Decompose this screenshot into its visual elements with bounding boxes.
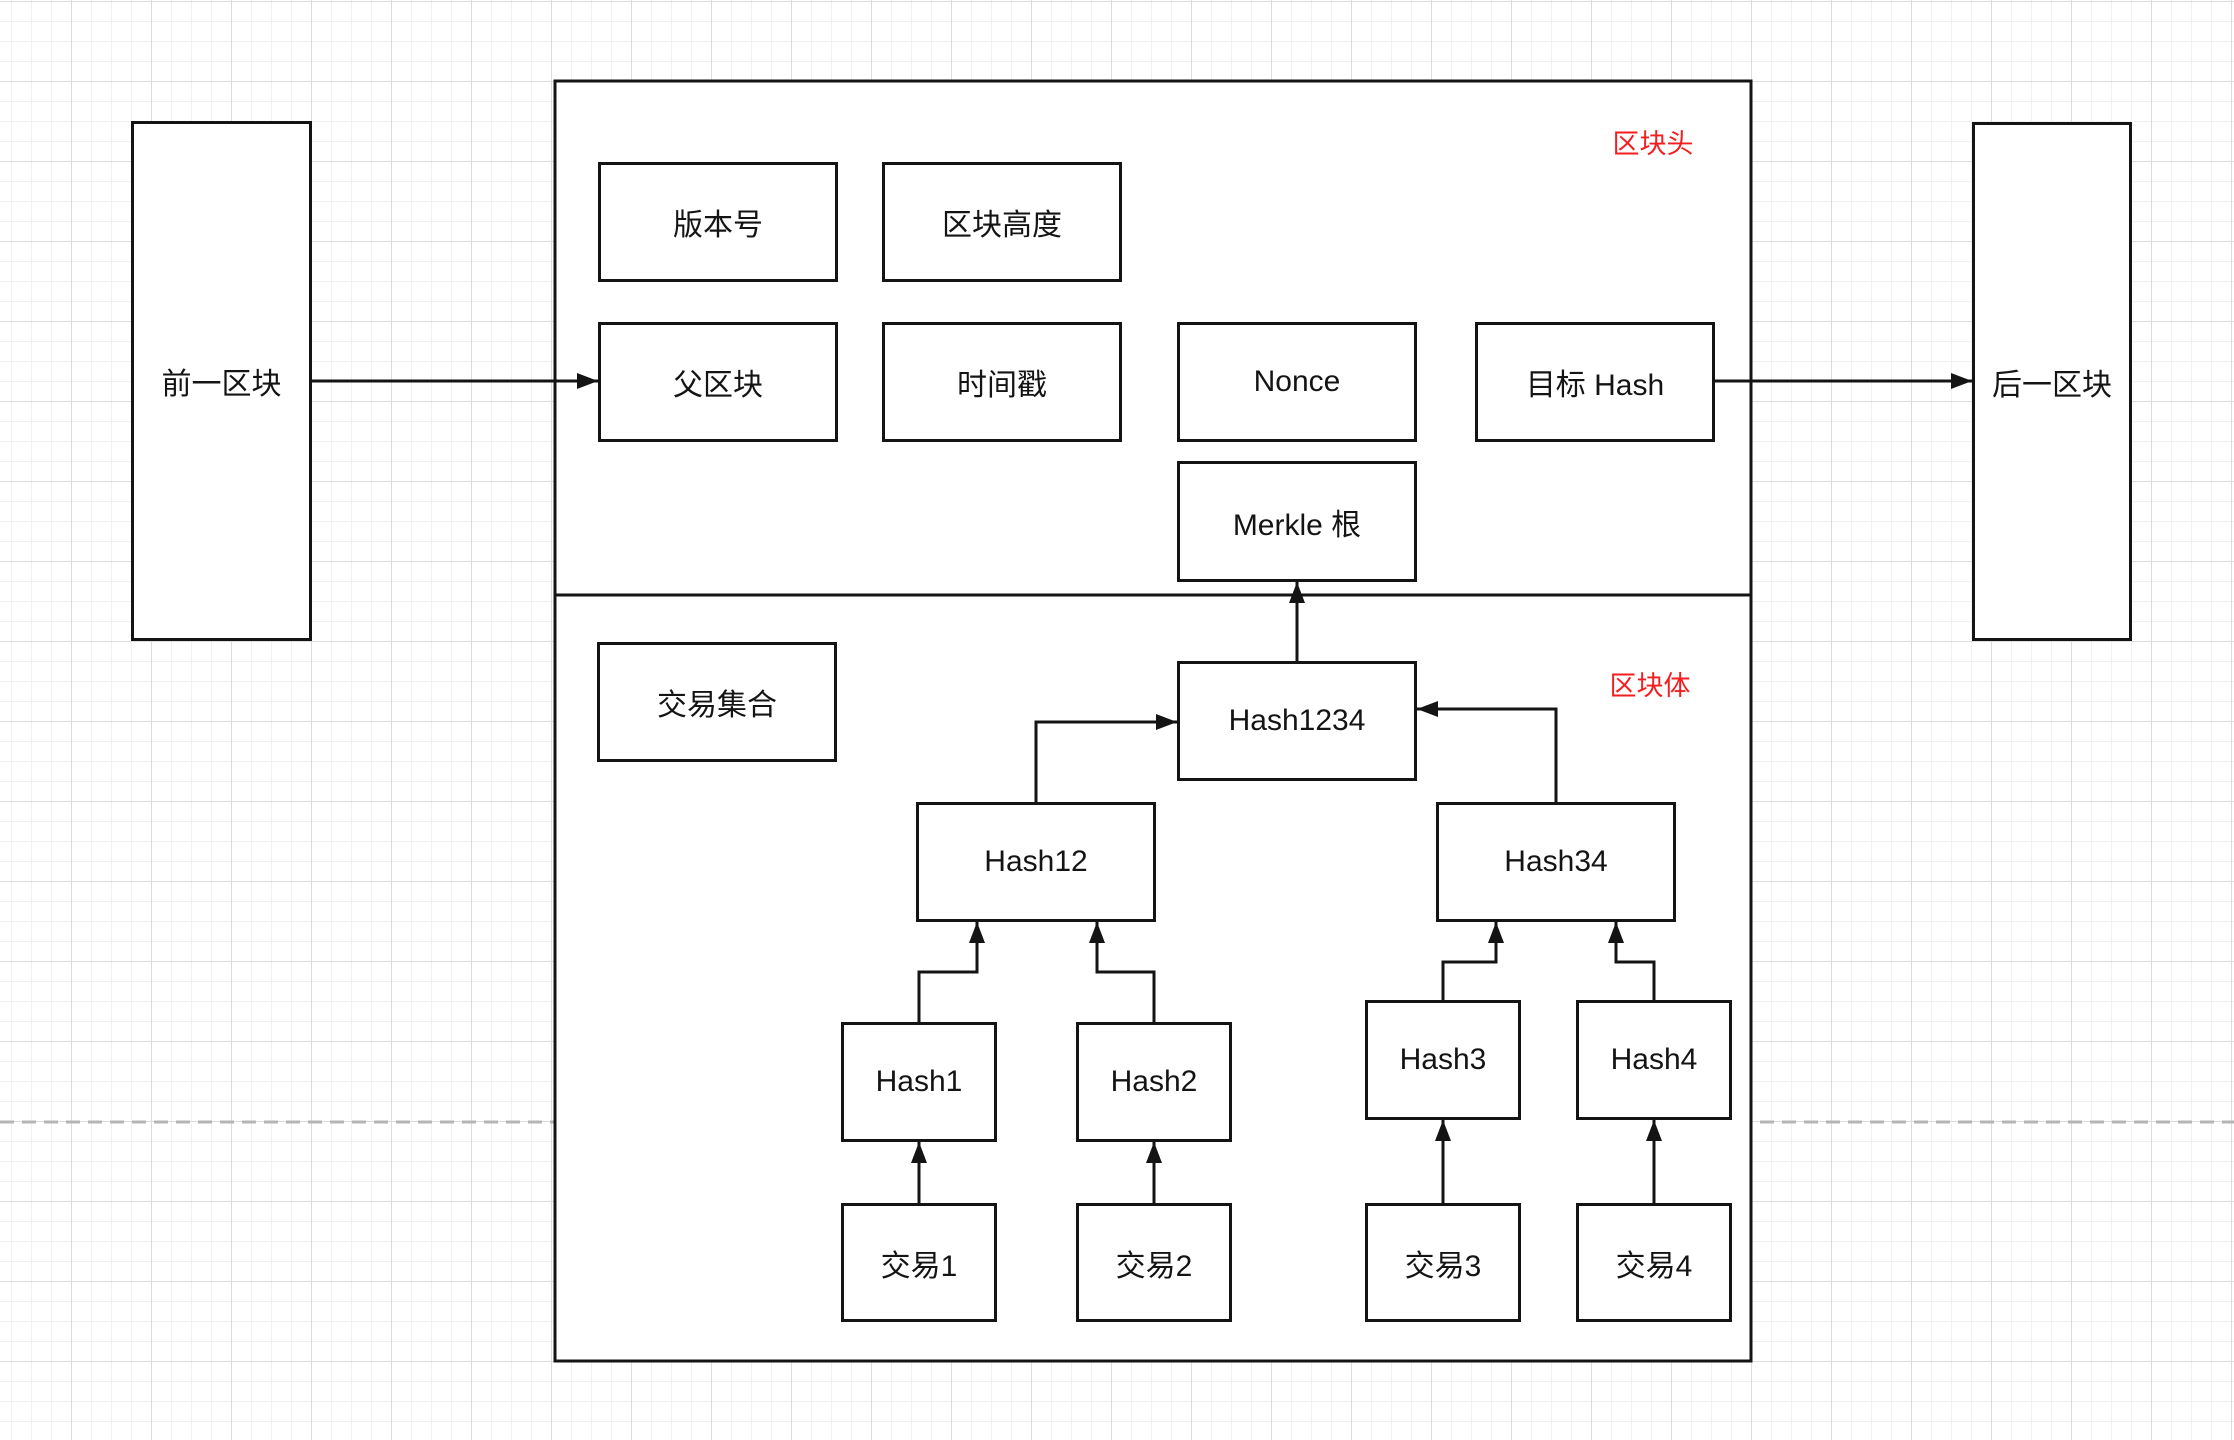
node-tx2[interactable]: 交易2 [1076,1203,1232,1322]
node-hash3[interactable]: Hash3 [1365,1000,1521,1120]
connector-edges [312,373,1972,1203]
node-block-height[interactable]: 区块高度 [882,162,1122,282]
node-prev-block[interactable]: 前一区块 [131,121,312,641]
node-hash1234[interactable]: Hash1234 [1177,661,1417,781]
block-header-zone-label: 区块头 [1612,128,1694,159]
node-hash2[interactable]: Hash2 [1076,1022,1232,1142]
edge-hash2-to-hash12 [1089,922,1156,1022]
node-merkle-root[interactable]: Merkle 根 [1177,461,1417,582]
node-tx-set[interactable]: 交易集合 [597,642,837,762]
block-body-zone-label: 区块体 [1609,670,1691,701]
node-target-hash[interactable]: 目标 Hash [1475,322,1715,442]
edge-hash34-to-hash1234 [1417,701,1558,802]
node-timestamp[interactable]: 时间戳 [882,322,1122,442]
edge-hash4-to-hash34 [1608,922,1656,1000]
node-hash12[interactable]: Hash12 [916,802,1156,922]
node-parent-block[interactable]: 父区块 [598,322,838,442]
node-hash4[interactable]: Hash4 [1576,1000,1732,1120]
node-version[interactable]: 版本号 [598,162,838,282]
node-tx4[interactable]: 交易4 [1576,1203,1732,1322]
node-tx1[interactable]: 交易1 [841,1203,997,1322]
edge-hash3-to-hash34 [1441,922,1504,1000]
node-next-block[interactable]: 后一区块 [1972,122,2132,641]
node-hash34[interactable]: Hash34 [1436,802,1676,922]
node-nonce[interactable]: Nonce [1177,322,1417,442]
edge-hash1-to-hash12 [917,922,985,1022]
node-tx3[interactable]: 交易3 [1365,1203,1521,1322]
edge-hash12-to-hash1234 [1034,714,1177,802]
node-hash1[interactable]: Hash1 [841,1022,997,1142]
